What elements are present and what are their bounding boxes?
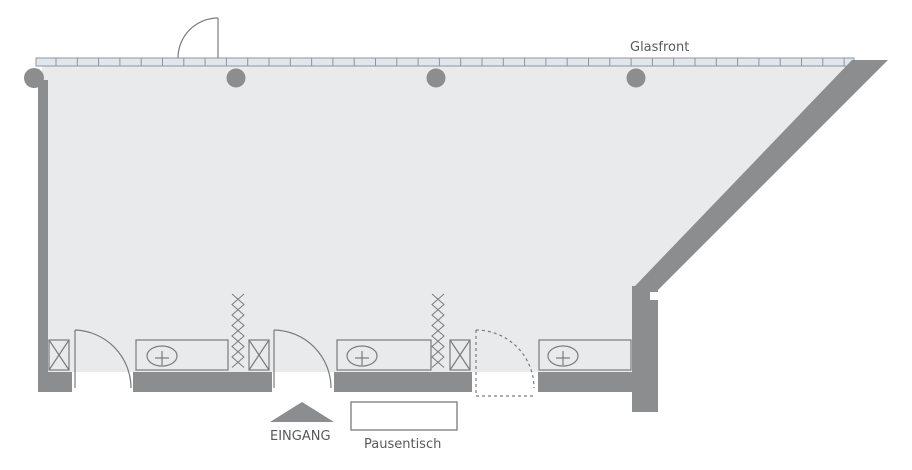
glass-front-label: Glasfront: [630, 40, 689, 55]
sink-counter: [538, 339, 632, 371]
door-swing-icon: [273, 329, 332, 389]
door-swing-dashed-icon: [475, 329, 536, 397]
floor-area: [42, 66, 850, 372]
bottom-wall-3: [334, 372, 472, 392]
folding-partition-icon: [431, 293, 445, 368]
sink-counter: [336, 339, 432, 371]
right-wall: [632, 286, 658, 412]
sink-icon: [547, 345, 579, 367]
glass-front: [35, 57, 855, 67]
diagonal-wall: [635, 60, 888, 296]
folding-partition-icon: [231, 293, 245, 368]
entrance-arrow-icon: [270, 402, 334, 422]
left-wall: [38, 80, 48, 392]
partition-zigzag: [431, 293, 445, 368]
cabinet-icon: [48, 339, 70, 371]
cabinet-icon: [449, 339, 471, 371]
right-wall-notch: [650, 292, 658, 300]
column-icon: [626, 68, 646, 88]
break-table: [350, 401, 458, 431]
door-swing-icon: [74, 329, 132, 389]
sink-icon: [346, 345, 378, 367]
top-door-swing-icon: [177, 17, 219, 59]
bottom-wall-2: [133, 372, 272, 392]
break-table-label: Pausentisch: [364, 437, 441, 452]
column-icon: [426, 68, 446, 88]
entrance-label: EINGANG: [270, 429, 331, 444]
cabinet-icon: [248, 339, 270, 371]
glass-front-mullions: [55, 58, 845, 66]
bottom-wall-left: [38, 372, 72, 392]
sink-counter: [135, 339, 229, 371]
column-icon: [226, 68, 246, 88]
sink-icon: [146, 345, 178, 367]
partition-zigzag: [231, 293, 245, 368]
corner-column-icon: [24, 68, 44, 88]
bottom-wall-4: [538, 372, 634, 392]
